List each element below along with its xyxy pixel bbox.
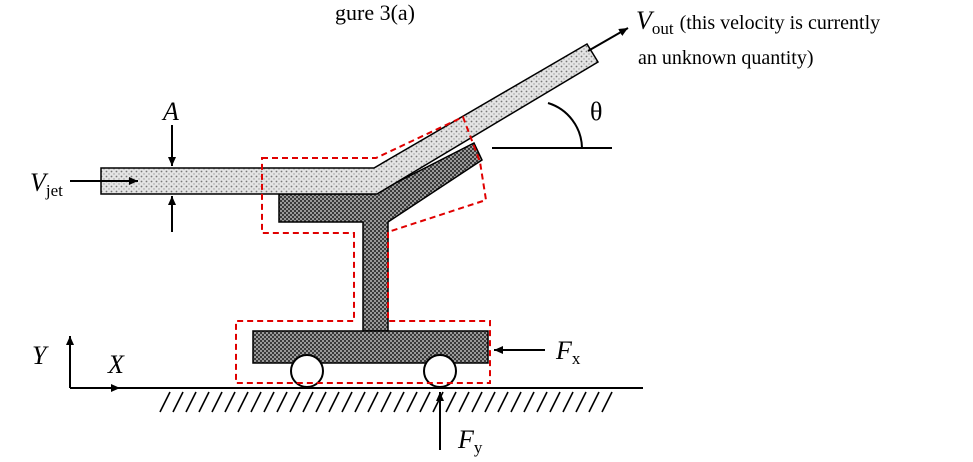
- ground-hatch-stroke: [315, 391, 327, 413]
- ground-hatch-stroke: [367, 391, 379, 413]
- ground-hatch-stroke: [198, 391, 210, 413]
- theta-arc: [547, 102, 583, 149]
- ground-hatch-stroke: [575, 391, 587, 413]
- ground-hatch-stroke: [185, 391, 197, 413]
- ground-hatch-stroke: [536, 391, 548, 413]
- ground-hatch-stroke: [458, 391, 470, 413]
- ground-hatch-stroke: [432, 391, 444, 413]
- caption-fragment: gure 3(a): [335, 0, 415, 25]
- ground-hatch-stroke: [484, 391, 496, 413]
- wheel-icon: [423, 354, 457, 388]
- ground-hatch-stroke: [250, 391, 262, 413]
- control-volume: [235, 115, 491, 384]
- v-out-arrow: [587, 27, 629, 52]
- ground-hatch-stroke: [354, 391, 366, 413]
- ground-hatch-stroke: [510, 391, 522, 413]
- ground-hatch-stroke: [211, 391, 223, 413]
- ground-hatch-stroke: [237, 391, 249, 413]
- ground-hatch-stroke: [276, 391, 288, 413]
- wheel-icon: [290, 354, 324, 388]
- v-out-note-line2: an unknown quantity): [638, 47, 814, 69]
- ground-hatch-stroke: [445, 391, 457, 413]
- x-axis-label: X: [107, 350, 125, 379]
- cart-base: [252, 330, 489, 364]
- v-jet-label: Vjet: [30, 168, 63, 200]
- ground-hatch-stroke: [328, 391, 340, 413]
- ground-hatch-stroke: [406, 391, 418, 413]
- ground-hatch-stroke: [523, 391, 535, 413]
- area-label: A: [161, 97, 179, 126]
- ground-hatch-stroke: [471, 391, 483, 413]
- ground-hatch-stroke: [380, 391, 392, 413]
- ground-hatch-stroke: [588, 391, 600, 413]
- ground-hatch-stroke: [263, 391, 275, 413]
- ground-hatch-stroke: [224, 391, 236, 413]
- ground-hatch-stroke: [172, 391, 184, 413]
- ground-hatch-stroke: [393, 391, 405, 413]
- fluid-jet: [100, 42, 600, 195]
- ground-hatch-stroke: [419, 391, 431, 413]
- ground-hatch-stroke: [302, 391, 314, 413]
- y-axis-label: Y: [32, 341, 49, 370]
- ground-hatch-stroke: [562, 391, 574, 413]
- ground-hatch-stroke: [497, 391, 509, 413]
- ground-hatch-stroke: [289, 391, 301, 413]
- hatched-ground-icon: [159, 391, 613, 413]
- ground-hatch-stroke: [159, 391, 171, 413]
- fx-label: Fx: [555, 336, 581, 368]
- ground-hatch-stroke: [341, 391, 353, 413]
- v-out-label: Vout(this velocity is currently: [636, 6, 880, 38]
- ground-hatch-stroke: [549, 391, 561, 413]
- fy-label: Fy: [457, 425, 483, 457]
- ground-hatch-stroke: [601, 391, 613, 413]
- theta-label: θ: [590, 97, 602, 126]
